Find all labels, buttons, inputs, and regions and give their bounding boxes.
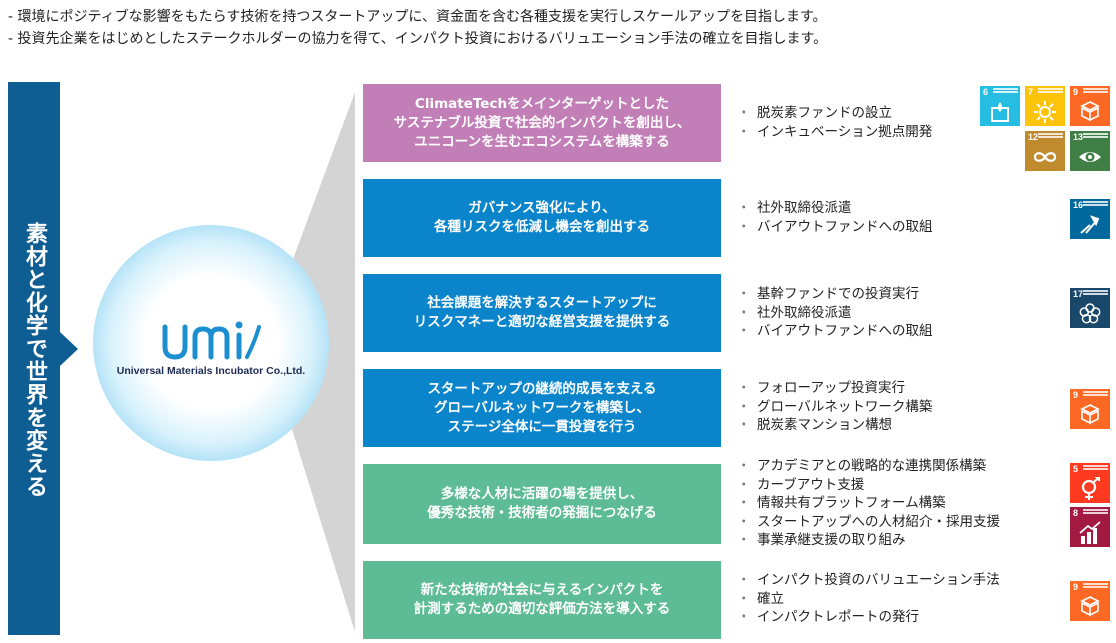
vision-arrow bbox=[60, 332, 78, 366]
list-item: 基幹ファンドでの投資実行 bbox=[737, 285, 933, 304]
sdg-6-icon: 6 bbox=[980, 86, 1020, 126]
strategy-box-4: スタートアップの継続的成長を支える グローバルネットワークを構築し、 ステージ全… bbox=[363, 369, 721, 447]
box-line: 社会課題を解決するスタートアップに bbox=[427, 295, 657, 311]
strategy-box-6: 新たな技術が社会に与えるインパクトを 計測するための適切な評価方法を導入する bbox=[363, 561, 721, 639]
sdg-9-icon: 9 bbox=[1070, 581, 1110, 621]
box-line: リスクマネーと適切な経営支援を提供する bbox=[413, 314, 671, 330]
initiative-list-5: アカデミアとの戦略的な連携関係構築 カーブアウト支援 情報共有プラットフォーム構… bbox=[737, 457, 1000, 550]
vision-bar bbox=[8, 82, 60, 635]
sdg-12-icon: 12 bbox=[1025, 131, 1065, 171]
company-name: Universal Materials Incubator Co.,Ltd. bbox=[116, 365, 306, 377]
list-item: スタートアップへの人材紹介・採用支援 bbox=[737, 513, 1000, 532]
list-item: アカデミアとの戦略的な連携関係構築 bbox=[737, 457, 1000, 476]
box-line: 多様な人材に活躍の場を提供し、 bbox=[440, 486, 644, 502]
list-item: バイアウトファンドへの取組 bbox=[737, 322, 933, 341]
initiative-list-1: 脱炭素ファンドの設立 インキュベーション拠点開発 bbox=[737, 104, 932, 141]
sdg-16-icon: 16 bbox=[1070, 199, 1110, 239]
intro-line-1: - 環境にポジティブな影響をもたらす技術を持つスタートアップに、資金面を含む各種… bbox=[8, 9, 827, 25]
sdg-number: 17 bbox=[1073, 289, 1084, 299]
list-item: 情報共有プラットフォーム構築 bbox=[737, 494, 1000, 513]
box-line: グローバルネットワークを構築し、 bbox=[434, 399, 650, 416]
sdg-number: 16 bbox=[1073, 200, 1084, 210]
list-item: バイアウトファンドへの取組 bbox=[737, 218, 933, 237]
sdg-5-icon: 5 bbox=[1070, 463, 1110, 503]
initiative-list-2: 社外取締役派遣 バイアウトファンドへの取組 bbox=[737, 199, 933, 236]
list-item: 脱炭素ファンドの設立 bbox=[737, 104, 932, 123]
list-item: 確立 bbox=[737, 590, 1000, 609]
intro-text: - 環境にポジティブな影響をもたらす技術を持つスタートアップに、資金面を含む各種… bbox=[8, 6, 1108, 50]
strategy-box-3: 社会課題を解決するスタートアップに リスクマネーと適切な経営支援を提供する bbox=[363, 274, 721, 352]
sdg-number: 7 bbox=[1028, 87, 1034, 97]
sdg-number: 5 bbox=[1073, 464, 1079, 474]
initiative-list-6: インパクト投資のバリュエーション手法 確立 インパクトレポートの発行 bbox=[737, 571, 1000, 627]
company-logo-circle: Universal Materials Incubator Co.,Ltd. bbox=[93, 225, 329, 461]
umi-logo-mark bbox=[162, 321, 261, 360]
strategy-box-5: 多様な人材に活躍の場を提供し、 優秀な技術・技術者の発掘につなげる bbox=[363, 464, 721, 544]
sdg-13-icon: 13 bbox=[1070, 131, 1110, 171]
box-line: 新たな技術が社会に与えるインパクトを bbox=[420, 582, 664, 598]
sdg-number: 6 bbox=[983, 87, 989, 97]
list-item: 社外取締役派遣 bbox=[737, 199, 933, 218]
sdg-number: 13 bbox=[1073, 132, 1084, 142]
box-line: 各種リスクを低減し機会を創出する bbox=[434, 219, 650, 235]
list-item: インパクト投資のバリュエーション手法 bbox=[737, 571, 1000, 590]
list-item: フォローアップ投資実行 bbox=[737, 379, 932, 398]
sdg-8-icon: 8 bbox=[1070, 507, 1110, 547]
box-line: スタートアップの継続的成長を支える bbox=[427, 380, 657, 397]
box-line: ガバナンス強化により、 bbox=[468, 200, 616, 216]
sdg-number: 9 bbox=[1073, 390, 1079, 400]
sdg-17-icon: 17 bbox=[1070, 288, 1110, 328]
list-item: カーブアウト支援 bbox=[737, 476, 1000, 495]
box-line: ユニコーンを生むエコシステムを構築する bbox=[414, 133, 670, 150]
list-item: インパクトレポートの発行 bbox=[737, 608, 1000, 627]
box-line: サステナブル投資で社会的インパクトを創出し、 bbox=[393, 114, 691, 131]
box-line: ステージ全体に一貫投資を行う bbox=[447, 418, 637, 435]
initiative-list-3: 基幹ファンドでの投資実行 社外取締役派遣 バイアウトファンドへの取組 bbox=[737, 285, 933, 341]
intro-line-2: - 投資先企業をはじめとしたステークホルダーの協力を得て、インパクト投資における… bbox=[8, 31, 828, 47]
sdg-number: 8 bbox=[1073, 508, 1079, 518]
vision-text: 素材と化学で世界を変える bbox=[22, 222, 47, 498]
sdg-7-icon: 7 bbox=[1025, 86, 1065, 126]
box-line: ClimateTechをメインターゲットとした bbox=[414, 95, 670, 112]
list-item: 脱炭素マンション構想 bbox=[737, 416, 932, 435]
strategy-box-1: ClimateTechをメインターゲットとした サステナブル投資で社会的インパク… bbox=[363, 84, 721, 162]
list-item: 社外取締役派遣 bbox=[737, 304, 933, 323]
sdg-9-icon: 9 bbox=[1070, 389, 1110, 429]
box-line: 優秀な技術・技術者の発掘につなげる bbox=[427, 505, 657, 521]
sdg-9-icon: 9 bbox=[1070, 86, 1110, 126]
initiative-list-4: フォローアップ投資実行 グローバルネットワーク構築 脱炭素マンション構想 bbox=[737, 379, 932, 435]
list-item: 事業承継支援の取り組み bbox=[737, 531, 1000, 550]
list-item: インキュベーション拠点開発 bbox=[737, 123, 932, 142]
sdg-number: 9 bbox=[1073, 582, 1079, 592]
list-item: グローバルネットワーク構築 bbox=[737, 398, 932, 417]
box-line: 計測するための適切な評価方法を導入する bbox=[413, 601, 671, 617]
strategy-box-2: ガバナンス強化により、 各種リスクを低減し機会を創出する bbox=[363, 179, 721, 257]
sdg-number: 12 bbox=[1028, 132, 1039, 142]
sdg-number: 9 bbox=[1073, 87, 1079, 97]
